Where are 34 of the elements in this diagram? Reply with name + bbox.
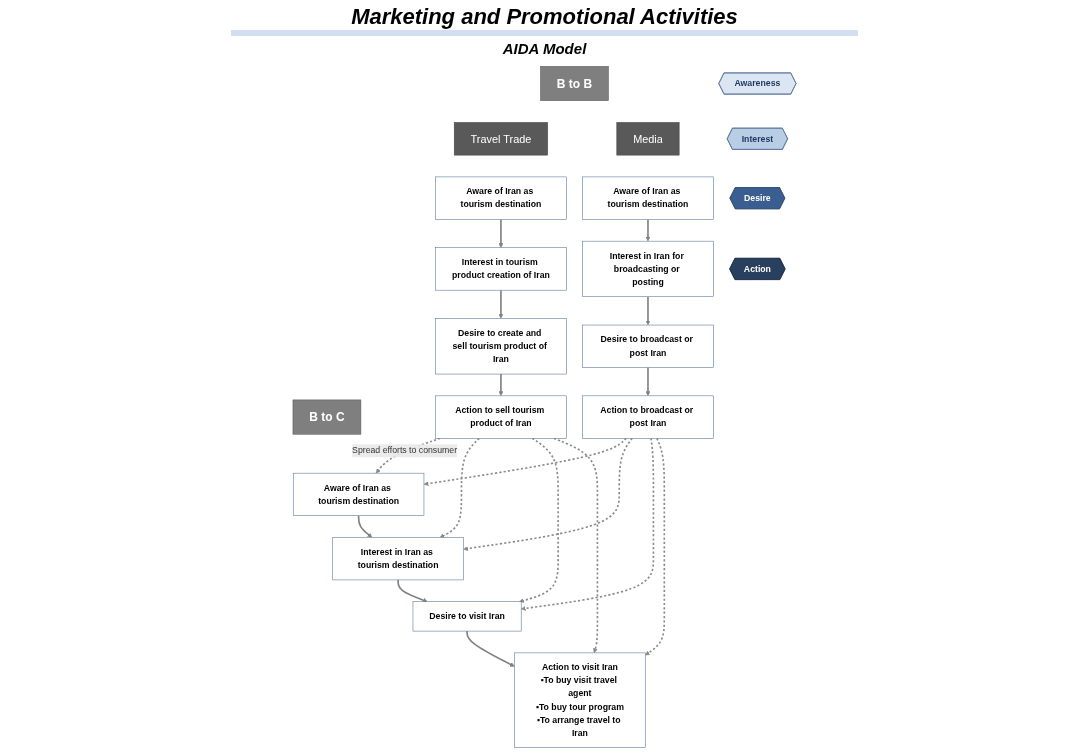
arrow [397, 579, 428, 603]
node-box: Desire to broadcast or post Iran [582, 324, 714, 368]
node-box: B to B [540, 66, 609, 101]
node-box: Desire to create and sell tourism product of Iran [435, 318, 567, 375]
node-box: Interest in Iran as tourism destination [332, 537, 464, 581]
arrow [645, 366, 651, 397]
node-box: Action to broadcast or post Iran [582, 395, 714, 439]
node-box: Desire to visit Iran [412, 601, 522, 632]
arrow [498, 373, 504, 397]
node-box: Action to visit Iran ▪To buy visit travel agent ▪To buy tour program ▪To arrange travel to Iran [514, 652, 646, 748]
arrow [357, 514, 373, 538]
subtitle-note: AIDA Model [502, 40, 587, 57]
arrow [520, 437, 655, 611]
node-box: Aware of Iran as tourism destination [293, 472, 425, 516]
node-box: B to C [292, 399, 362, 435]
arrow [645, 218, 651, 242]
arrow [439, 437, 481, 538]
node-box: Aware of Iran as tourism destination [582, 176, 714, 220]
arrow [519, 437, 559, 603]
diagram-title: Marketing and Promotional Activities [231, 4, 858, 36]
arrow [645, 437, 666, 656]
arrow [466, 630, 515, 667]
node-box: Travel Trade [453, 122, 548, 156]
node-box: Aware of Iran as tourism destination [435, 176, 567, 220]
arrow [423, 437, 627, 486]
edge-label: Spread efforts to consumer [352, 445, 458, 456]
arrow [498, 289, 504, 319]
arrow [498, 218, 504, 248]
arrow [463, 437, 633, 551]
node-box: Media [616, 122, 680, 156]
node-box: Interest in tourism product creation of Iran [435, 247, 567, 291]
arrow [645, 295, 651, 326]
node-box: Interest in Iran for broadcasting or posting [582, 240, 714, 297]
node-box: Action to sell tourism product of Iran [435, 395, 567, 439]
